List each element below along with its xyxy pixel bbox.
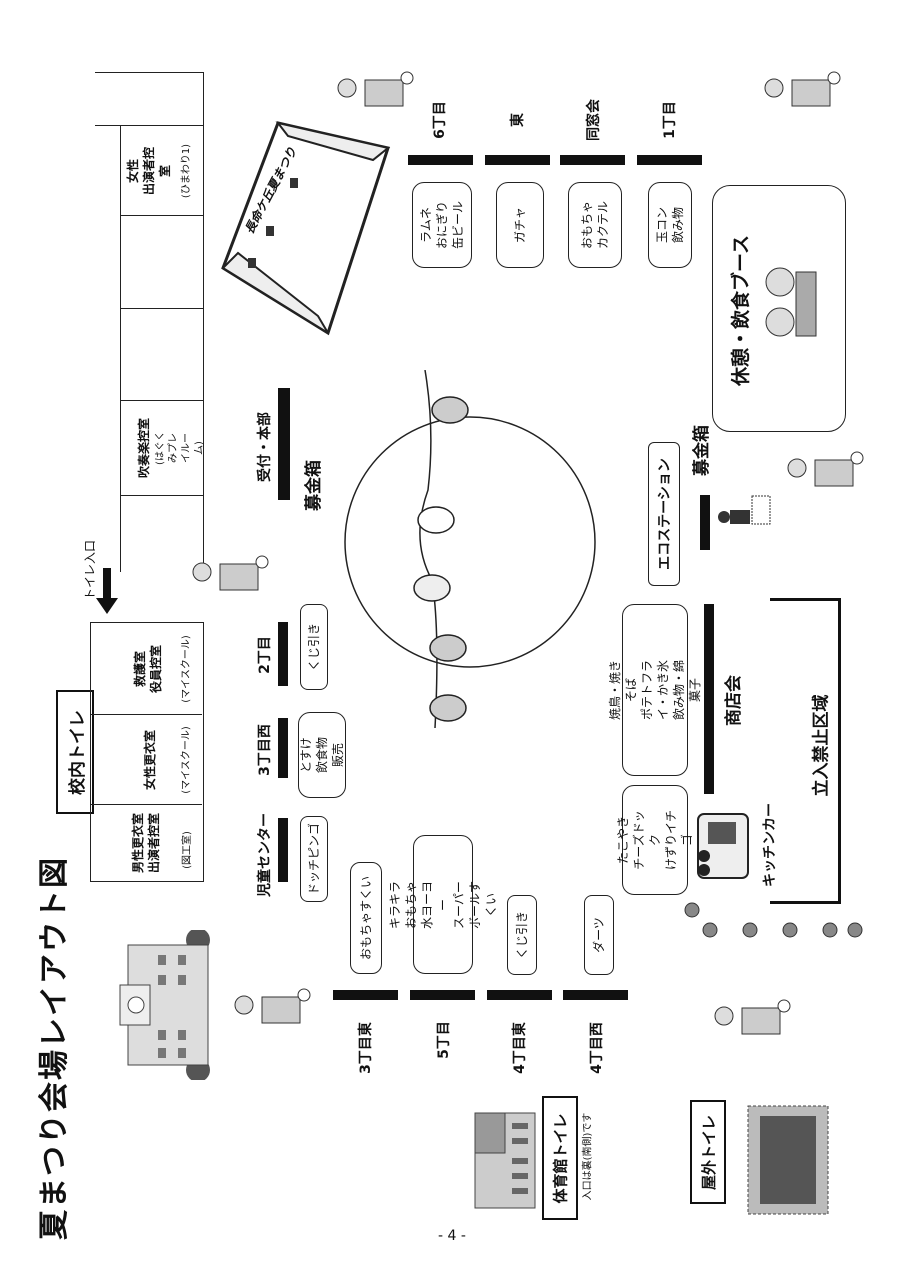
mid-bar-jidou: [278, 818, 288, 882]
group-4chome-east: 4丁目東: [512, 1022, 528, 1074]
goods-higashi: ガチャ: [496, 182, 544, 268]
group-dosokai: 同窓会: [586, 99, 602, 141]
eco-station-box: エコステーション: [648, 442, 680, 586]
gym-toilet-note: 入口は裏(南側)です: [582, 1112, 594, 1200]
group-4chome-west: 4丁目西: [589, 1022, 605, 1074]
shop-goods-box: 焼鳥・焼きそば ポテトフライ・かき氷 飲み物・綿菓子: [608, 604, 702, 776]
room-women-performer: 女性 出演者控室: [126, 147, 172, 196]
goods-4chome-west: ダーツ: [584, 895, 614, 975]
page-title: 夏まつり会場レイアウト図: [37, 856, 72, 1240]
no-entry-zone-border: [770, 598, 841, 904]
outdoor-toilet-label: 屋外トイレ: [690, 1100, 726, 1204]
goods-3chome-east: おもちゃすくい: [350, 862, 382, 974]
bottom-bar-5chome: [410, 990, 475, 1000]
crowd-icon: [684, 902, 863, 938]
group-5chome: 5丁目: [436, 1021, 452, 1059]
balloon-cart-icon: [714, 999, 791, 1035]
reception-bar: [278, 388, 290, 500]
left-rooms-table: [90, 622, 204, 882]
gym-toilet-label: 体育館トイレ: [542, 1096, 578, 1220]
goods-1chome: 玉コン 飲み物: [648, 182, 692, 268]
page-number: - 4 -: [438, 1228, 466, 1244]
room-brass-band-note: (はぐくみプレ イルーム): [155, 430, 205, 465]
outdoor-toilet-icon: [747, 1105, 829, 1215]
dance-circle: [344, 370, 596, 729]
group-1chome: 1丁目: [662, 101, 678, 139]
shopping-assoc-bar: [704, 604, 714, 794]
bottom-bar-3chome-east: [333, 990, 398, 1000]
eco-station-bar: [700, 495, 710, 550]
kitchen-goods-box: たこやき チーズドック けずりイチゴ: [616, 785, 694, 895]
rest-area-label: 休憩・飲食ブース: [730, 234, 753, 386]
people-eating-icon: [765, 267, 817, 337]
goods-5chome: キラキラおもちゃ 水ヨーヨー スーパーボールすくい: [388, 835, 498, 974]
stage-icon: [221, 121, 391, 336]
kitchen-car-icon: [697, 813, 749, 879]
room-women-performer-note: (ひまわり1): [181, 143, 193, 199]
goods-6chome: ラムネ おにぎり 缶ビール: [412, 182, 472, 268]
top-rooms-table: [95, 72, 204, 572]
bottom-bar-4chome-west: [563, 990, 628, 1000]
group-jidou-center: 児童センター: [257, 813, 273, 897]
school-toilet-label: 校内トイレ: [56, 690, 94, 814]
arrow-down-icon: [96, 568, 118, 614]
balloon-cart-icon: [234, 988, 311, 1024]
room-women-changing: 女性更衣室: [143, 729, 158, 791]
goods-dosokai: おもちゃ カクテル: [568, 182, 622, 268]
shopping-assoc-label: 商店会: [723, 674, 744, 726]
bottom-bar-4chome-east: [487, 990, 552, 1000]
group-6chome: 6丁目: [432, 101, 448, 139]
gym-building-icon: [474, 1112, 536, 1209]
school-building-icon: [119, 930, 210, 1080]
goods-3chome-west: とすけ 飲食物販売: [298, 712, 346, 798]
group-3chome-west: 3丁目西: [257, 723, 273, 776]
goods-jidou-center: ドッチピンゴ: [300, 816, 328, 902]
mid-bar-2chome: [278, 622, 288, 686]
group-2chome: 2丁目: [257, 636, 273, 674]
balloon-cart-icon: [337, 71, 414, 107]
room-men-changing-note: (図工室): [182, 831, 193, 869]
group-3chome-east: 3丁目東: [358, 1022, 374, 1074]
balloon-cart-icon: [787, 451, 864, 487]
top-bar-higashi: [485, 155, 550, 165]
goods-4chome-east: くじ引き: [507, 895, 537, 975]
top-bar-dosokai: [560, 155, 625, 165]
recycle-person-icon: [718, 495, 771, 525]
group-higashi: 東: [510, 113, 526, 127]
goods-2chome: くじ引き: [300, 604, 328, 690]
top-bar-1chome: [637, 155, 702, 165]
no-entry-label: 立入禁止区域: [811, 694, 832, 796]
mid-bar-3chome-west: [278, 718, 288, 778]
room-women-changing-note: (マイスクール): [181, 726, 193, 794]
donation-box-2-label: 募金箱: [691, 424, 712, 476]
donation-box-label: 募金箱: [303, 459, 324, 511]
room-first-aid-note: (マイスクール): [181, 635, 193, 703]
reception-label: 受付・本部: [257, 412, 273, 482]
top-bar-6chome: [408, 155, 473, 165]
balloon-cart-icon: [192, 555, 269, 591]
balloon-cart-icon: [764, 71, 841, 107]
